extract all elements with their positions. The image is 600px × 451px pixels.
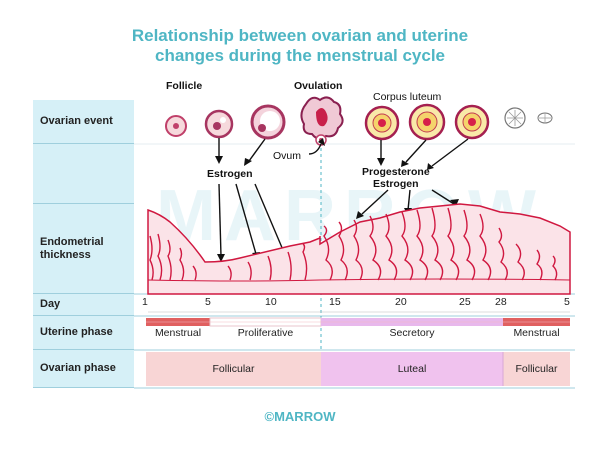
row-label-uterine-phase: Uterine phase (33, 316, 134, 350)
corpus-albicans-small-icon (537, 112, 553, 124)
day-tick-5: 5 (205, 296, 211, 308)
follicle-small-icon (165, 115, 187, 137)
uterine-phase-proliferative: Proliferative (237, 327, 294, 339)
endometrium-tissue (147, 203, 571, 295)
progesterone-label: Progesterone (362, 166, 430, 178)
diagram-title-line1: Relationship between ovarian and uterine (131, 26, 469, 45)
estrogen-label-follicular: Estrogen (207, 168, 253, 180)
day-tick-20: 20 (395, 296, 407, 308)
day-tick-15: 15 (329, 296, 341, 308)
ovulating-follicle-icon (300, 96, 344, 140)
ovulation-label: Ovulation (294, 80, 343, 92)
uterine-phase-menstrual-end: Menstrual (513, 327, 560, 339)
day-tick-25: 25 (459, 296, 471, 308)
uterine-phase-menstrual-start: Menstrual (154, 327, 202, 339)
corpus-albicans-icon (504, 107, 526, 129)
corpus-luteum-icon-3 (454, 104, 490, 140)
row-label-ovarian-phase: Ovarian phase (33, 350, 134, 388)
day-tick-5-next: 5 (564, 296, 570, 308)
row-spacer-hormones (33, 144, 134, 204)
row-label-day: Day (33, 294, 134, 316)
follicle-label: Follicle (166, 80, 203, 92)
uterine-phase-secretory: Secretory (389, 327, 435, 339)
diagram-title-line2: changes during the menstrual cycle (154, 46, 446, 65)
estrogen-label-luteal: Estrogen (373, 178, 419, 190)
row-label-endometrial-thickness: Endometrial thickness (33, 204, 134, 294)
follicular-band-end (503, 352, 570, 386)
follicular-band-start (146, 352, 321, 386)
hormone-arrows (218, 138, 469, 257)
ovarian-phase-follicular-end: Follicular (515, 363, 558, 375)
ovarian-phase-luteal: Luteal (397, 363, 427, 375)
follicle-mature-icon (250, 104, 286, 140)
luteal-band (321, 352, 503, 386)
follicle-growing-icon (204, 109, 234, 139)
ovarian-phase-follicular-start: Follicular (212, 363, 255, 375)
day-tick-10: 10 (265, 296, 277, 308)
day-tick-1: 1 (142, 296, 148, 308)
day-tick-28: 28 (495, 296, 507, 308)
corpus-luteum-icon-2 (408, 103, 446, 141)
corpus-luteum-icon-1 (364, 105, 400, 141)
corpus-luteum-label: Corpus luteum (373, 91, 442, 103)
ovum-label: Ovum (273, 150, 302, 162)
row-label-ovarian-event: Ovarian event (33, 100, 134, 144)
marrow-footer-logo: ©MARROW (264, 409, 336, 424)
